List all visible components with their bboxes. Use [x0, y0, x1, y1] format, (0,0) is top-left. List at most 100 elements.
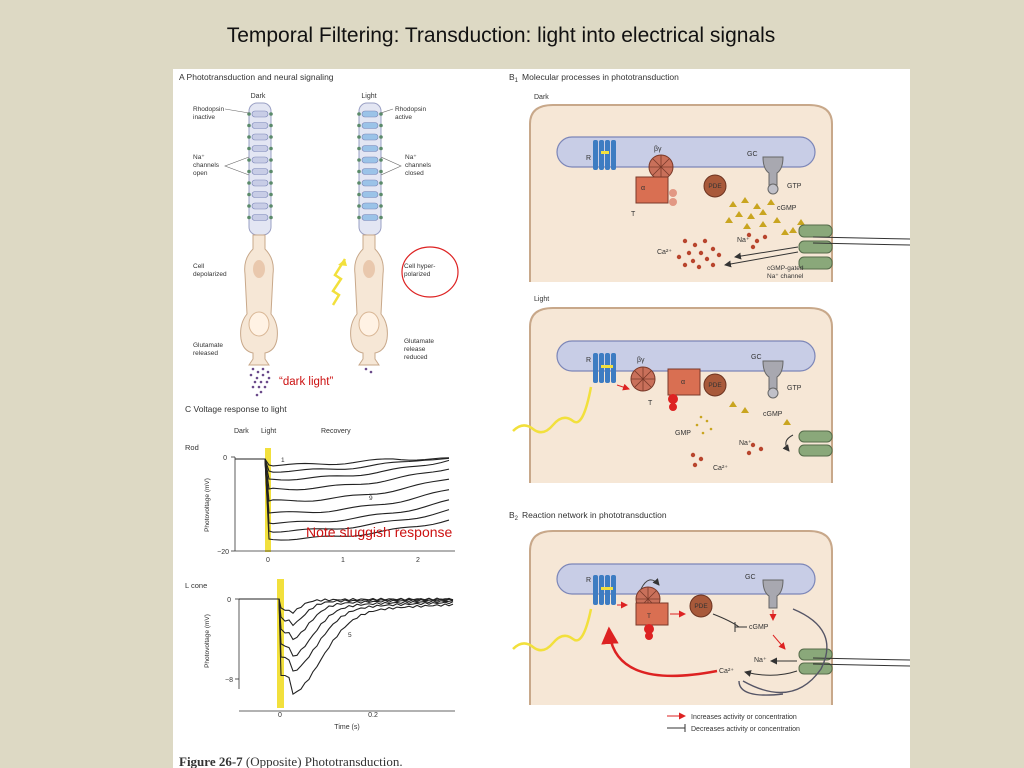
label-glutamate-reduced: Glutamate release reduced	[404, 338, 434, 361]
cone-traces	[239, 597, 454, 696]
disc	[251, 168, 269, 175]
ion-channel-icon-closed	[782, 430, 833, 457]
na-channel-dot	[247, 215, 251, 220]
cone-xtick-0: 0	[278, 712, 282, 719]
svg-text:channels: channels	[193, 162, 220, 169]
cone-xlabel: Time (s)	[334, 724, 359, 731]
label-cell-hyperpolarized: Cell hyper- polarized	[401, 246, 459, 298]
disc	[361, 133, 379, 141]
label-glutamate-released: Glutamate released	[193, 342, 223, 357]
cgmp-triangle	[773, 217, 781, 223]
ion-dot	[746, 232, 752, 238]
label-t-light: T	[648, 400, 653, 407]
na-channel-dot	[379, 112, 383, 116]
na-channel-dot	[269, 123, 273, 128]
na-channel-dot	[247, 192, 251, 197]
svg-text:Na⁺: Na⁺	[193, 154, 205, 161]
svg-text:released: released	[193, 350, 218, 357]
cgmp-triangles-dark	[725, 197, 805, 235]
light-flash-icon	[512, 386, 593, 434]
glutamate-dots-light	[364, 367, 373, 374]
rod-trace	[235, 458, 450, 514]
disc	[251, 110, 269, 118]
disc	[251, 202, 269, 210]
cgmp-triangle	[781, 229, 789, 235]
na-channel-dot	[269, 146, 273, 151]
na-channel-dot	[247, 146, 251, 151]
disc	[251, 122, 269, 129]
label-t-b2: T	[647, 613, 651, 620]
glutamate-dot	[267, 376, 271, 380]
na-channel-dot	[269, 169, 273, 174]
glutamate-dot	[266, 370, 270, 374]
cgmp-triangle	[747, 213, 755, 219]
na-channel-dot	[379, 215, 383, 220]
na-channel-dot	[357, 123, 361, 128]
rod-trace	[235, 458, 450, 541]
label-cgmp-light: cGMP	[763, 411, 783, 418]
figure-svg: A Phototransduction and neural signaling…	[179, 72, 910, 768]
ion-dots-dark	[676, 232, 768, 270]
label-alpha-light: α	[681, 379, 685, 386]
svg-text:release: release	[404, 346, 426, 353]
label-rhodopsin-inactive: Rhodopsin inactive	[193, 106, 250, 121]
disc	[251, 133, 269, 141]
b1-dark-label: Dark	[534, 94, 549, 101]
label-r: R	[586, 155, 591, 162]
disc-stack-light	[357, 110, 383, 221]
na-channel-dot	[379, 169, 383, 174]
na-channel-dot	[357, 158, 361, 162]
svg-text:Cell: Cell	[193, 263, 205, 270]
na-channel-dot	[247, 204, 251, 208]
rod-ytick-1: −20	[217, 549, 229, 556]
cone-label: L cone	[185, 581, 207, 590]
label-pde-light: PDE	[708, 382, 722, 389]
na-channel-dot	[379, 135, 383, 139]
svg-text:open: open	[193, 170, 208, 177]
cone-plot: L cone 0 −8 0 0.2 Time (s) Photovoltage …	[185, 579, 455, 731]
disc	[361, 156, 379, 164]
label-gtp-light: GTP	[787, 385, 802, 392]
svg-text:inactive: inactive	[193, 114, 215, 121]
legend-increase: Increases activity or concentration	[691, 714, 797, 721]
label-pde-b2: PDE	[694, 603, 708, 610]
glutamate-dot	[261, 367, 265, 371]
disc	[361, 145, 379, 152]
cone-trace-label-5: 5	[348, 632, 352, 639]
label-light: Light	[261, 428, 276, 435]
label-gtp: GTP	[787, 183, 802, 190]
rod-xtick-1: 1	[341, 557, 345, 564]
cone-trace	[239, 598, 454, 696]
cgmp-triangle	[789, 227, 797, 233]
label-r-light: R	[586, 357, 591, 364]
panel-a-heading: A Phototransduction and neural signaling	[179, 72, 334, 82]
glutamate-dot	[255, 376, 259, 380]
ion-dot	[710, 262, 716, 268]
label-r-b2: R	[586, 577, 591, 584]
label-na-closed: Na⁺ channels closed	[380, 154, 432, 177]
label-recovery: Recovery	[321, 428, 351, 435]
na-channel-dot	[379, 123, 383, 128]
na-channel-dot	[357, 169, 361, 174]
rod-trace	[235, 458, 450, 525]
svg-text:Cell hyper-: Cell hyper-	[404, 263, 435, 270]
transducin-icon	[635, 154, 677, 206]
svg-text:closed: closed	[405, 170, 424, 177]
na-channel-dot	[357, 215, 361, 220]
label-cgmp: cGMP	[777, 205, 797, 212]
b1-light-label: Light	[534, 296, 549, 303]
svg-text:Rhodopsin: Rhodopsin	[395, 106, 426, 113]
note-dark-light: “dark light”	[279, 376, 333, 388]
rod-trace	[235, 457, 450, 467]
panel-a-dark-label: Dark	[251, 93, 266, 100]
ion-dot	[702, 238, 708, 244]
glutamate-dot	[256, 370, 260, 374]
ion-channel-icon	[798, 224, 910, 270]
guanylate-cyclase-icon	[762, 156, 784, 195]
na-channel-dot	[379, 192, 383, 197]
cone-trace	[239, 597, 454, 627]
glutamate-dot	[261, 373, 265, 377]
label-ca: Ca²⁺	[657, 249, 672, 256]
ion-dot	[762, 234, 768, 240]
